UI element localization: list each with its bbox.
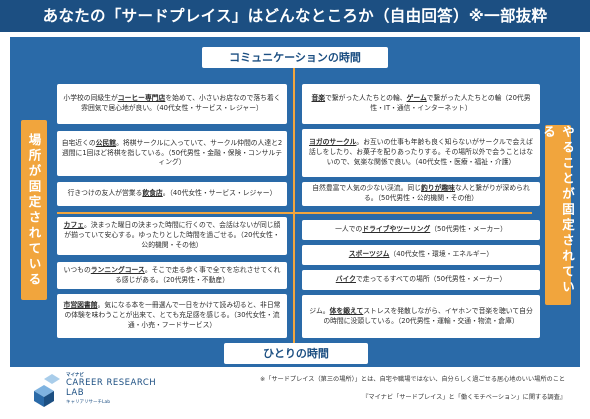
card-music-game: 音楽で繋がった人たちとの輪、ゲームで繋がった人たちとの輪（20代男性・IT・通信… (302, 84, 540, 124)
card-text: （40代女性・環境・エネルギー） (389, 250, 494, 259)
card-running-course: いつものランニングコース。そこで走る歩く事で全てを忘れさせてくれる感じがある。（… (57, 262, 287, 289)
card-text: 小学校の同級生が (63, 94, 118, 103)
page-title: あなたの「サードプレイス」はどんなところか（自由回答）※一部抜粋 (42, 7, 548, 25)
card-text: 。お互いの仕事も年齢も良く知らないがサークルで会えば話しをしたり、お菓子を配りあ… (308, 138, 534, 166)
card-keyword: 飲食店 (142, 189, 163, 198)
card-keyword: ゲーム (406, 94, 427, 103)
footnote-definition: ※「サードプレイス（第三の場所）」とは、自宅や職場ではない、自分らしく過ごせる居… (260, 376, 566, 383)
card-text: 。気になる本を一冊選んで一日をかけて読み切ると、非日常の体験を味わうことが出来て… (64, 301, 281, 329)
card-keyword: 公民館 (95, 138, 117, 147)
header-bar: あなたの「サードプレイス」はどんなところか（自由回答）※一部抜粋 (0, 0, 590, 32)
card-yoga-circle: ヨガのサークル。お互いの仕事も年齢も良く知らないがサークルで会えば話しをしたり、… (302, 129, 540, 177)
brand-line-2: LAB (66, 388, 85, 399)
brand-line-1: CAREER RESEARCH (66, 378, 157, 388)
card-text: ジム。 (309, 306, 330, 315)
card-text: 。将棋サークルに入っていて、サークル仲間の人達と2週間に1回ほど将棋を指している… (61, 138, 283, 167)
card-text: で繋がった人たちとの輪（20代男性・IT・通信・インターネット） (370, 94, 531, 112)
card-community-center: 自宅近くの公民館。将棋サークルに入っていて、サークル仲間の人達と2週間に1回ほど… (57, 131, 287, 176)
axis-label-left: 場所が固定されている (21, 120, 47, 300)
axis-label-bottom: ひとりの時間 (224, 343, 368, 364)
card-text: 行きつけの友人が営業る (67, 189, 143, 198)
brand-subtitle: キャリアリサーチLab (66, 400, 111, 405)
card-motorcycle: バイクで走ってるすべての場所（50代男性・メーカー） (302, 270, 540, 290)
brand-tag: マイナビ (66, 373, 84, 378)
card-text: 。（40代女性・サービス・レジャー） (162, 189, 277, 198)
card-text: ストレスを発散しながら、イヤホンで音楽を聴いて自分の時間に没頭している。（20代… (323, 306, 533, 325)
card-keyword: ドライブやツーリング (362, 225, 431, 234)
card-fishing: 自然豊富で人気の少ない渓流。同じ釣りが趣味な人と繋がりが深められる。（50代男性… (302, 182, 540, 206)
card-keyword: バイク (335, 275, 356, 284)
axis-label-top: コミュニケーションの時間 (202, 47, 388, 68)
card-keyword: スポーツジム (348, 250, 390, 259)
card-text: 。そこで走る歩く事で全てを忘れさせてくれる感じがある。（20代男性・不動産） (115, 265, 281, 284)
card-workout: ジム。体を鍛えてストレスを発散しながら、イヤホンで音楽を聴いて自分の時間に没頭し… (302, 295, 540, 338)
vertical-axis-line (293, 57, 295, 357)
card-text: 一人での (335, 225, 363, 234)
card-text: 。決まった曜日の決まった時間に行くので、会話はないが同じ顔が揃っていて安心する。… (64, 221, 281, 249)
career-research-lab-logo-icon (34, 374, 60, 407)
card-gym: スポーツジム（40代女性・環境・エネルギー） (302, 245, 540, 265)
card-coffee-shop: 小学校の同級生がコーヒー専門店を始めて、小さいお店なので落ち着く雰囲気で居心地が… (57, 84, 287, 124)
card-text: 自然豊富で人気の少ない渓流。同じ (312, 184, 421, 193)
card-keyword: ヨガのサークル (309, 138, 357, 147)
card-text: な人と繋がりが深められる。（50代男性・公的機関・その他） (364, 184, 530, 202)
card-text: で走ってるすべての場所（50代男性・メーカー） (355, 275, 507, 284)
footnote-source: 『マイナビ「サードプレイス」と「働くモチベーション」に関する調査』 (362, 394, 566, 401)
card-keyword: 体を鍛えて (329, 306, 364, 315)
card-library: 市営図書館。気になる本を一冊選んで一日をかけて読み切ると、非日常の体験を味わうこ… (57, 294, 287, 338)
card-keyword: 音楽 (311, 94, 326, 103)
card-text: （50代男性・メーカー） (430, 225, 507, 234)
card-keyword: ランニングコース (90, 265, 145, 274)
card-keyword: 市営図書館 (63, 301, 98, 310)
card-text: 自宅近くの (61, 138, 96, 147)
card-keyword: コーヒー専門店 (117, 94, 166, 103)
axis-label-right: やることが固定されている (541, 125, 575, 305)
card-restaurant: 行きつけの友人が営業る飲食店。（40代女性・サービス・レジャー） (57, 182, 287, 206)
card-cafe: カフェ。決まった曜日の決まった時間に行くので、会話はないが同じ顔が揃っていて安心… (57, 217, 287, 255)
card-text: を始めて、小さいお店なので落ち着く雰囲気で居心地が良い。（40代女性・サービス・… (81, 94, 281, 112)
card-text: で繋がった人たちとの輪、 (325, 94, 407, 103)
card-text: いつもの (63, 265, 91, 274)
card-keyword: カフェ (63, 221, 85, 230)
card-driving: 一人でのドライブやツーリング（50代男性・メーカー） (302, 220, 540, 240)
brand-name: CAREER RESEARCH LAB (66, 378, 156, 398)
card-keyword: 釣りが趣味 (421, 184, 455, 193)
